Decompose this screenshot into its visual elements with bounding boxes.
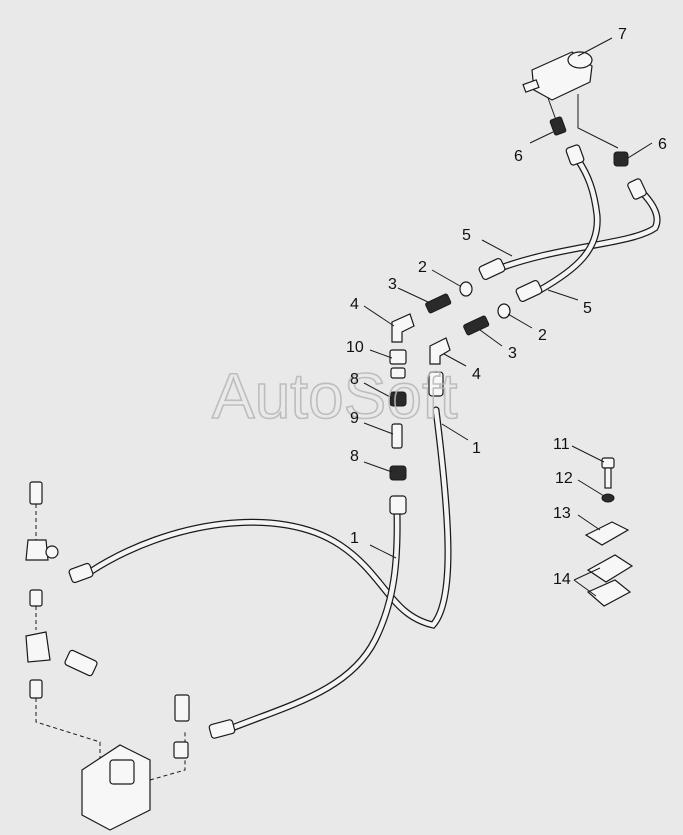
callout-5-lower: 5 xyxy=(583,300,592,317)
elbow-4-upper xyxy=(391,313,415,343)
hose-end-nut-b xyxy=(627,178,647,200)
callout-labels: 1 1 1 2 2 3 3 4 4 5 5 6 6 7 8 8 9 10 11 … xyxy=(346,26,667,588)
hose-end-5-lower xyxy=(515,279,543,303)
hose-end-right-vertical xyxy=(428,371,444,397)
callout-12: 12 xyxy=(555,470,573,487)
callout-3-lower: 3 xyxy=(508,345,517,362)
washer-12 xyxy=(601,493,615,503)
watermark-text: AutoSoft xyxy=(212,360,458,432)
bolt-11 xyxy=(601,457,615,489)
union-8-upper xyxy=(389,367,407,407)
tube-9 xyxy=(391,423,403,449)
hose-upper-right-a xyxy=(491,184,661,274)
callout-8-upper: 8 xyxy=(350,371,359,388)
hose-upper-right-b xyxy=(536,156,601,294)
left-valve-assembly xyxy=(25,481,190,831)
callout-14: 14 xyxy=(553,571,571,588)
filter-housing xyxy=(522,51,619,149)
clamp-14 xyxy=(586,554,634,607)
adapter-3-upper xyxy=(425,293,452,314)
hose-long-left xyxy=(86,406,452,629)
hose-end-left-bend xyxy=(68,562,94,584)
hose-end-bottom-left xyxy=(208,719,236,739)
callout-6-left: 6 xyxy=(514,148,523,165)
leader-lines xyxy=(363,37,653,597)
callout-2-lower: 2 xyxy=(538,327,547,344)
callout-1-right: 1 xyxy=(472,440,481,457)
hose-end-5-upper xyxy=(478,257,506,281)
hose-bottom xyxy=(228,508,401,732)
callout-2-upper: 2 xyxy=(418,259,427,276)
callout-9: 9 xyxy=(350,410,359,427)
callout-10: 10 xyxy=(346,339,364,356)
callout-3-upper: 3 xyxy=(388,276,397,293)
callout-7: 7 xyxy=(618,26,627,43)
fitting-6-left xyxy=(549,116,567,136)
adapter-3-lower xyxy=(463,315,490,336)
washer-2-upper xyxy=(459,281,473,297)
callout-11: 11 xyxy=(553,436,570,453)
callout-4-upper: 4 xyxy=(350,296,359,313)
callout-1-left: 1 xyxy=(350,530,359,547)
union-8-lower xyxy=(389,465,407,515)
callout-4-lower: 4 xyxy=(472,366,481,383)
callout-13: 13 xyxy=(553,505,571,522)
fitting-6-right xyxy=(613,151,629,167)
callout-5-upper: 5 xyxy=(462,227,471,244)
callout-6-right: 6 xyxy=(658,136,667,153)
hose-end-nut-a xyxy=(565,144,585,166)
plate-13 xyxy=(584,521,630,546)
callout-8-lower: 8 xyxy=(350,448,359,465)
washer-2-lower xyxy=(497,303,511,319)
elbow-4-lower xyxy=(429,337,451,365)
